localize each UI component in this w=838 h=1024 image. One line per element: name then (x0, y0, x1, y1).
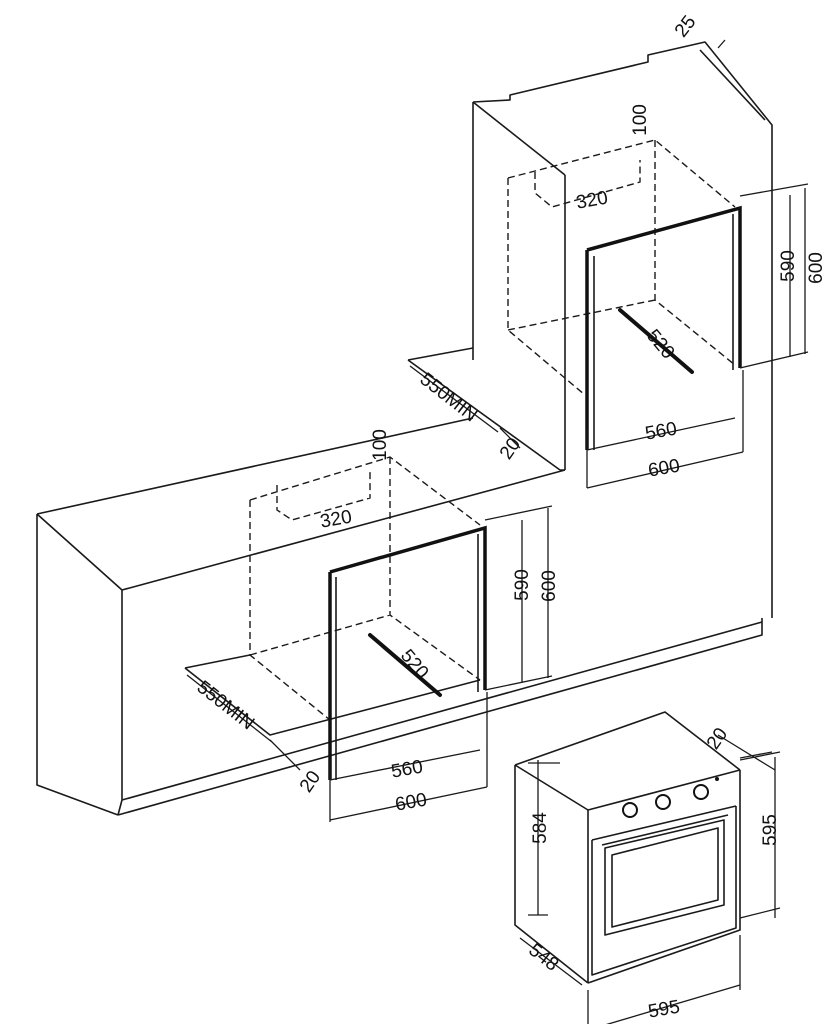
tall-top-offset-label: 25 (671, 12, 701, 42)
oven-front-panel (587, 769, 741, 983)
base-front-frame (328, 525, 487, 780)
base-cabinet-shelf (184, 654, 481, 736)
base-depth-arrow (368, 633, 442, 697)
oven-body (514, 711, 741, 984)
base-front-height-label: 600 (539, 570, 560, 602)
tall-vent-width-label: 320 (575, 187, 610, 213)
tall-front-frame (585, 205, 742, 450)
tall-cabinet: 25 100 320 590 600 520 550MIN 20 560 600 (407, 12, 827, 618)
oven-handle (601, 814, 729, 846)
oven-front-height-label: 595 (760, 814, 781, 846)
oven-door-window (604, 819, 725, 936)
tall-vent-height-label: 100 (630, 104, 651, 136)
base-opening-width-label: 560 (390, 756, 425, 782)
oven-body-height-label: 584 (530, 812, 551, 844)
base-opening-height-label: 590 (512, 569, 533, 601)
tall-dim-lines (409, 39, 809, 489)
base-floor-depth-label: 550MIN (193, 677, 258, 735)
oven-width-label: 595 (647, 996, 682, 1022)
base-front-width-label: 600 (394, 789, 429, 815)
tall-opening-height-label: 590 (778, 250, 799, 282)
oven-knob-right (693, 784, 709, 800)
oven: 20 584 595 548 595 (514, 711, 781, 1024)
base-opening-depth-label: 520 (396, 646, 432, 684)
base-dim-lines (186, 505, 553, 822)
oven-knob-left (622, 802, 638, 818)
oven-knob-middle (655, 794, 671, 810)
tall-front-width-label: 600 (647, 455, 682, 481)
base-cabinet-outline (36, 417, 763, 816)
tall-depth-arrow (618, 308, 694, 374)
oven-front-thickness-label: 20 (703, 724, 732, 753)
tall-gap-label: 20 (496, 434, 525, 463)
tall-opening-width-label: 560 (644, 418, 679, 444)
base-vent-height-label: 100 (370, 429, 391, 461)
tall-niche-dashed (507, 139, 736, 396)
oven-dim-lines (519, 734, 781, 1024)
tall-cabinet-shelf (407, 347, 565, 471)
tall-front-height-label: 600 (806, 252, 827, 284)
base-gap-label: 20 (296, 767, 325, 796)
oven-indicator-light (715, 777, 719, 781)
base-niche-dashed (249, 456, 481, 721)
tall-cabinet-outline (472, 41, 773, 618)
